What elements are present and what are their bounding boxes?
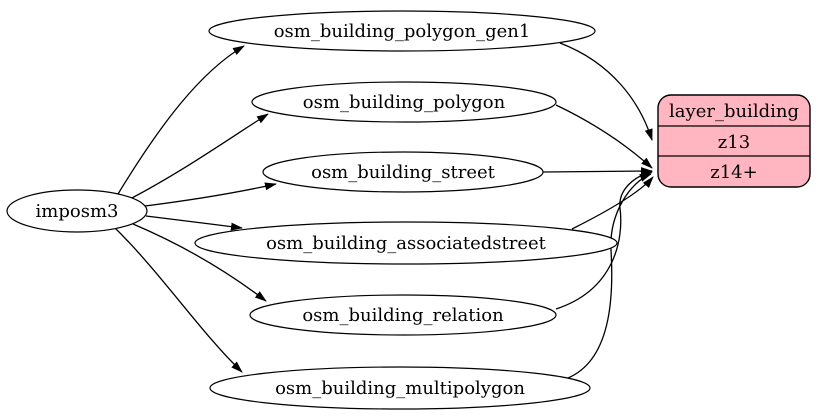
osm-building-multipolygon-ellipse [209, 366, 591, 410]
edge-osm-building-street-to-z14 [542, 167, 653, 176]
osm-building-associatedstreet-ellipse [194, 221, 618, 265]
layer-building-row-z13: z13 [718, 132, 750, 153]
osm-building-street-label: osm_building_street [311, 162, 496, 183]
osm-building-relation-ellipse [249, 294, 557, 336]
node-osm-building-polygon-gen1: osm_building_polygon_gen1 [208, 10, 596, 52]
edge-imposm3-to-osm-building-polygon-gen1 [117, 45, 245, 195]
edge-imposm3-to-osm-building-polygon [129, 113, 269, 200]
osm-building-polygon-gen1-ellipse [208, 10, 596, 52]
node-osm-building-street: osm_building_street [262, 151, 544, 193]
osm-building-street-ellipse [262, 151, 544, 193]
layer-building-row-z14plus: z14+ [710, 162, 757, 183]
node-osm-building-multipolygon: osm_building_multipolygon [209, 366, 591, 410]
osm-building-polygon-label: osm_building_polygon [303, 92, 506, 113]
layer-building-box [657, 94, 811, 188]
osm-building-associatedstreet-label: osm_building_associatedstreet [266, 233, 547, 254]
edge-osm-building-polygon-to-z14 [555, 104, 653, 169]
node-osm-building-associatedstreet: osm_building_associatedstreet [194, 221, 618, 265]
node-osm-building-relation: osm_building_relation [249, 294, 557, 336]
edge-imposm3-to-osm-building-relation [132, 223, 267, 302]
osm-building-polygon-ellipse [251, 81, 557, 123]
edge-imposm3-to-osm-building-associatedstreet [145, 215, 243, 231]
osm-building-relation-label: osm_building_relation [302, 305, 504, 326]
node-layer-building: layer_building z13 z14+ [657, 94, 811, 188]
edge-imposm3-to-osm-building-street [144, 182, 277, 207]
edge-osm-building-relation-to-z14 [555, 170, 653, 310]
edge-osm-building-polygon-gen1-to-z13 [559, 42, 653, 141]
node-imposm3: imposm3 [6, 189, 148, 233]
node-osm-building-polygon: osm_building_polygon [251, 81, 557, 123]
imposm3-ellipse [6, 189, 148, 233]
edge-group-tables-to-layer [542, 42, 654, 379]
osm-building-multipolygon-label: osm_building_multipolygon [275, 378, 525, 399]
osm-building-polygon-gen1-label: osm_building_polygon_gen1 [274, 21, 531, 42]
edge-group-imposm3-to-tables [114, 45, 277, 373]
layer-building-title: layer_building [669, 101, 799, 122]
edge-imposm3-to-osm-building-multipolygon [114, 227, 243, 373]
imposm3-label: imposm3 [36, 201, 119, 222]
edge-osm-building-multipolygon-to-z14 [567, 173, 652, 379]
edge-osm-building-associatedstreet-to-z14 [571, 176, 654, 230]
